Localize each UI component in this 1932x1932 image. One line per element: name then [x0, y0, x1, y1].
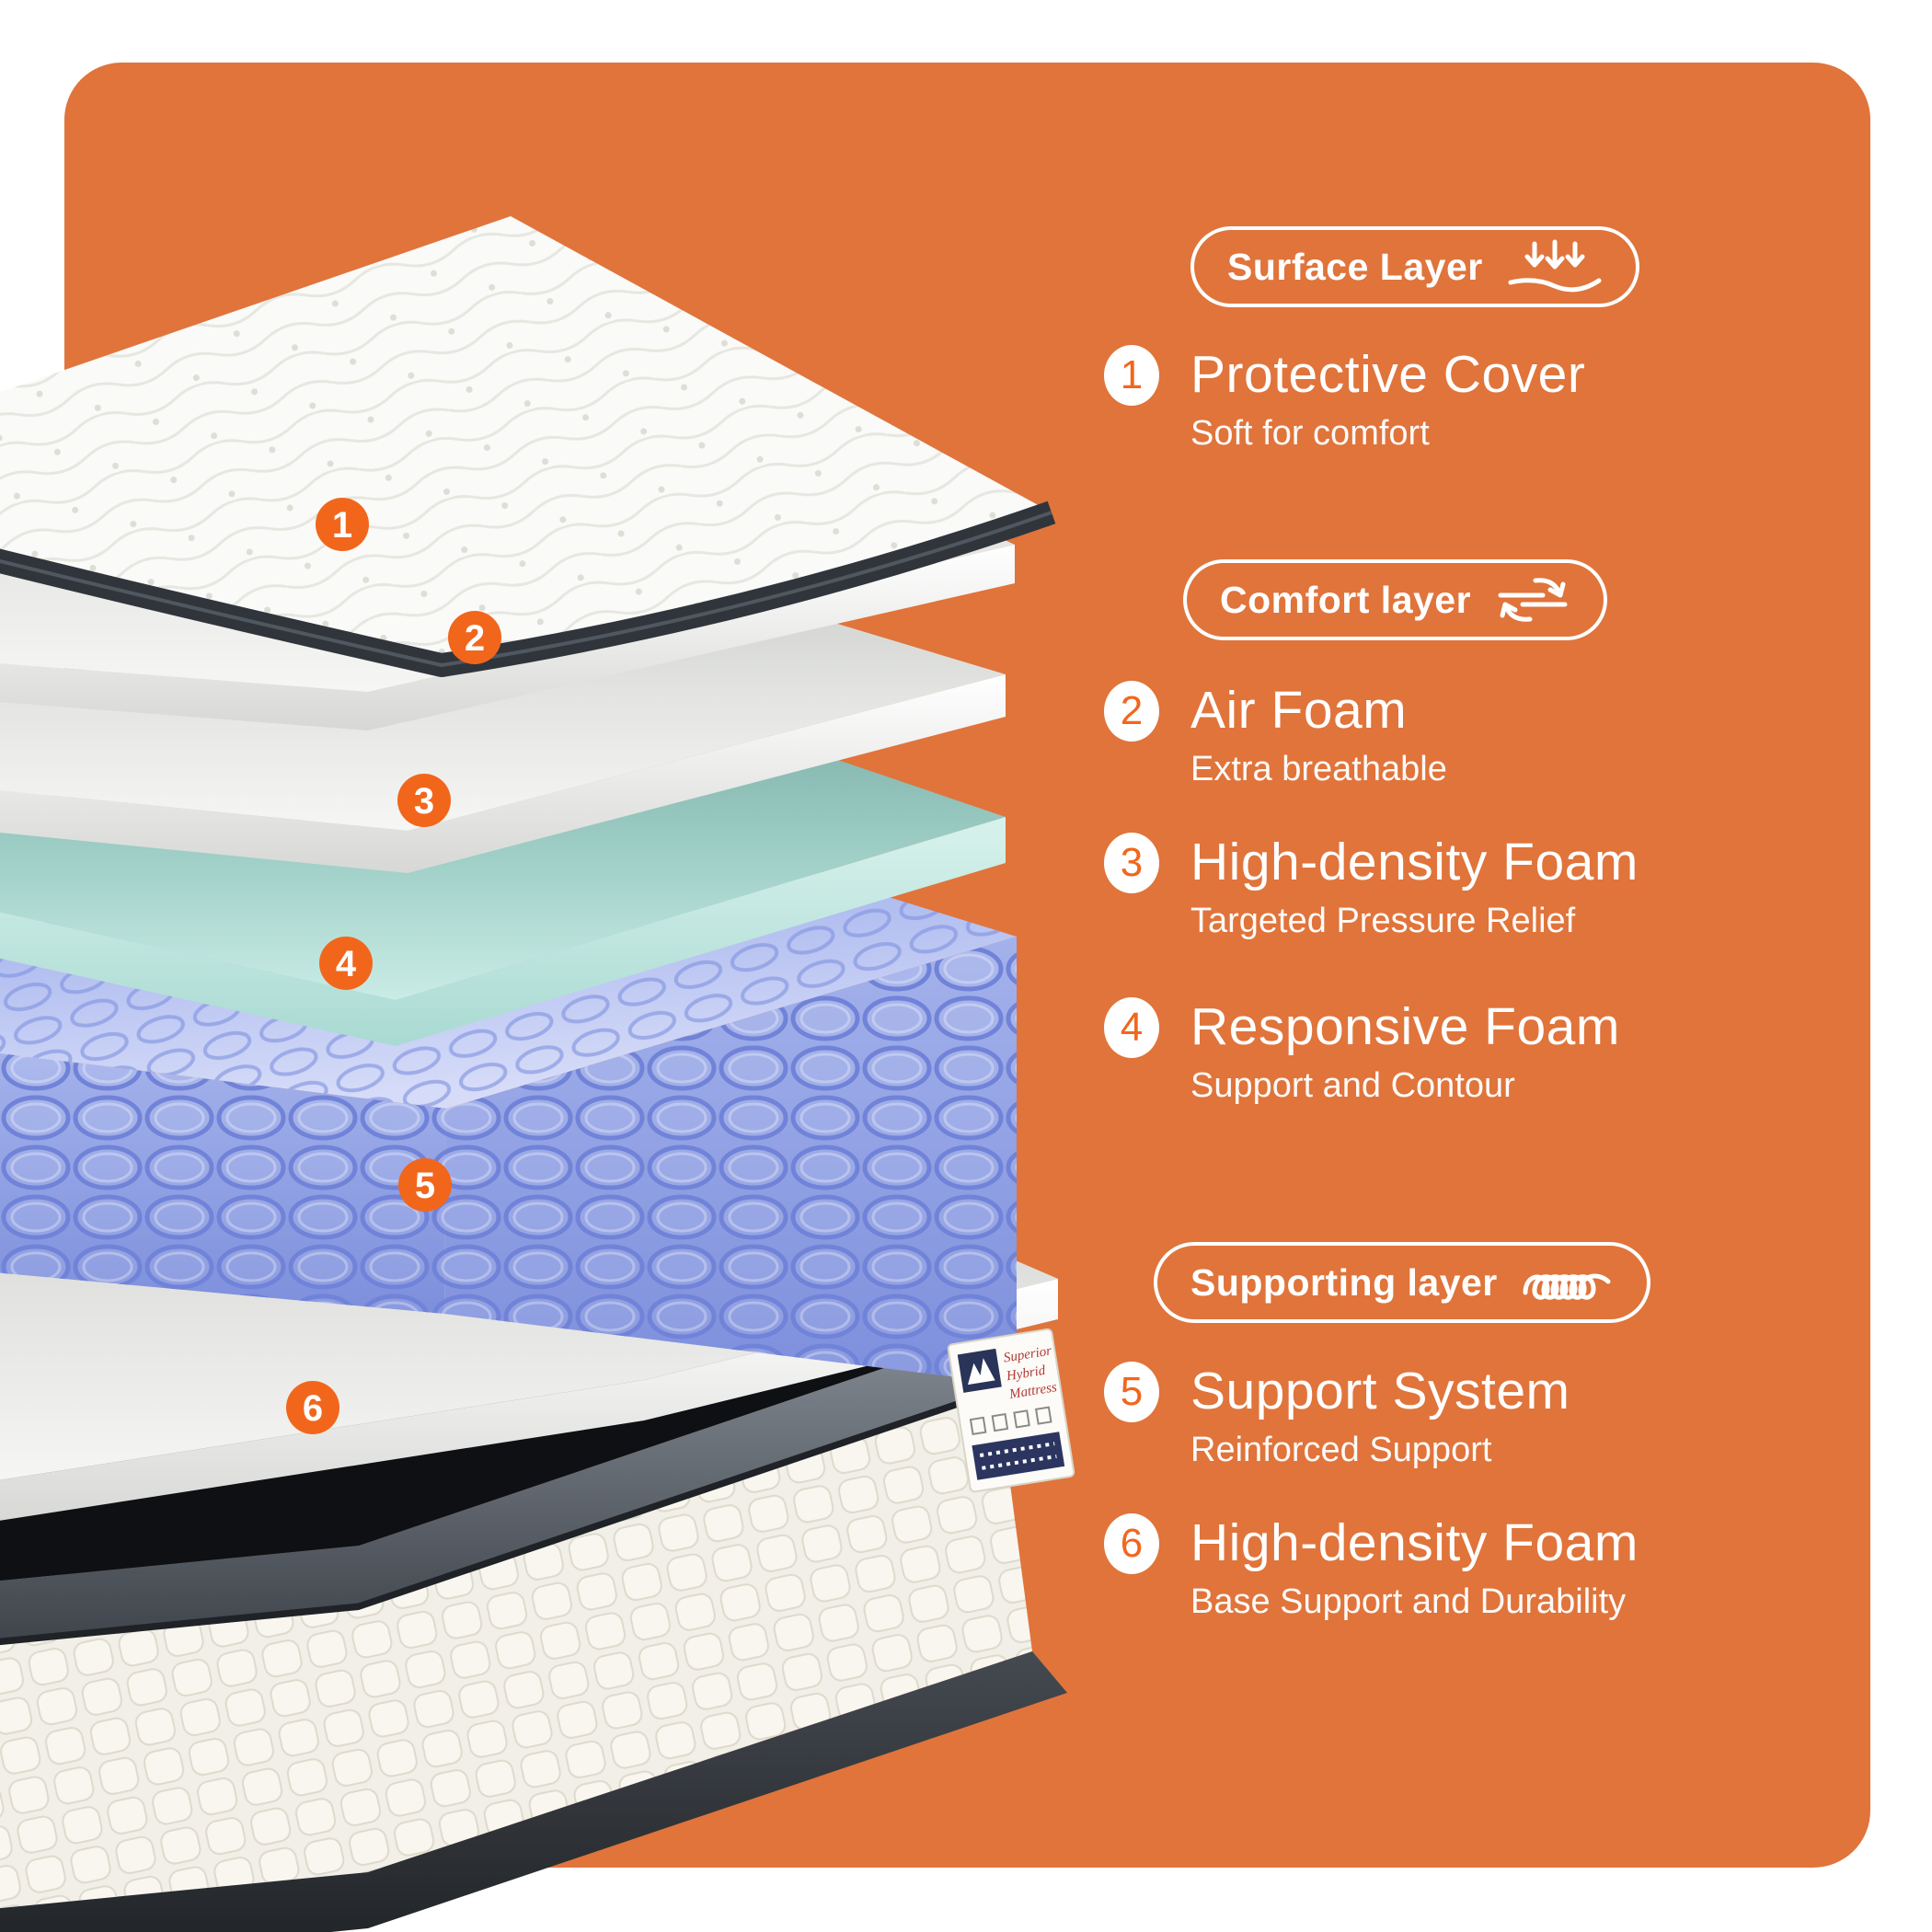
shadow-gap	[0, 1319, 1058, 1581]
svg-text:5: 5	[415, 1166, 435, 1206]
layer-badge-5: 5	[398, 1158, 452, 1212]
item-title: Support System	[1190, 1362, 1570, 1420]
layer-item-air-foam: 2 Air Foam Extra breathable	[1104, 681, 1447, 789]
item-subtitle: Extra breathable	[1190, 750, 1447, 788]
pill-comfort-label: Comfort layer	[1220, 578, 1472, 621]
item-subtitle: Support and Contour	[1190, 1066, 1515, 1105]
item-title: High-density Foam	[1190, 1513, 1639, 1572]
layer-item-responsive-foam: 4 Responsive Foam Support and Contour	[1104, 997, 1620, 1106]
base-bottom-band	[0, 1651, 1067, 1932]
item-subtitle: Base Support and Durability	[1190, 1582, 1627, 1621]
rotate-arrows-icon	[1498, 578, 1568, 622]
mattress-label-tag: Superior Hybrid Mattress	[947, 1328, 1075, 1493]
svg-text:4: 4	[336, 944, 357, 984]
layer-item-base-foam: 6 High-density Foam Base Support and Dur…	[1104, 1513, 1639, 1622]
pill-comfort-layer: Comfort layer	[1183, 559, 1608, 640]
tag-line-2: Hybrid	[1005, 1363, 1047, 1385]
item-title: Responsive Foam	[1190, 997, 1620, 1056]
layer-item-high-density-foam: 3 High-density Foam Targeted Pressure Re…	[1104, 833, 1639, 941]
svg-text:3: 3	[414, 781, 434, 822]
item-number-badge: 3	[1104, 833, 1159, 893]
layer-badge-1: 1	[316, 498, 369, 551]
layer-badge-2: 2	[448, 611, 501, 664]
svg-text:6: 6	[303, 1388, 323, 1429]
item-number-badge: 4	[1104, 997, 1159, 1058]
pill-surface-layer: Surface Layer	[1190, 226, 1639, 307]
pill-support-label: Supporting layer	[1190, 1260, 1498, 1304]
layer-protective-cover	[0, 216, 1056, 677]
item-subtitle: Reinforced Support	[1190, 1431, 1492, 1469]
pill-surface-label: Surface Layer	[1227, 245, 1483, 288]
item-subtitle: Targeted Pressure Relief	[1190, 902, 1576, 940]
base-piping	[0, 1386, 1000, 1647]
svg-text:1: 1	[332, 505, 352, 546]
item-number-badge: 6	[1104, 1513, 1159, 1574]
layer-badge-6: 6	[286, 1381, 339, 1434]
item-title: Protective Cover	[1190, 345, 1586, 404]
item-title: Air Foam	[1190, 681, 1408, 740]
item-number-badge: 1	[1104, 345, 1159, 406]
spring-coil-icon	[1523, 1273, 1611, 1300]
item-number-badge: 5	[1104, 1362, 1159, 1422]
item-number-badge: 2	[1104, 681, 1159, 742]
layer-badge-3: 3	[397, 774, 451, 827]
layer-item-support-system: 5 Support System Reinforced Support	[1104, 1362, 1570, 1470]
svg-text:2: 2	[465, 618, 485, 659]
layer-badge-4: 4	[319, 937, 373, 990]
pill-supporting-layer: Supporting layer	[1154, 1242, 1650, 1323]
pressure-arrows-icon	[1508, 239, 1602, 293]
base-quilted-side	[0, 1394, 1032, 1909]
layer-item-protective-cover: 1 Protective Cover Soft for comfort	[1104, 345, 1585, 454]
base-pillow-band	[0, 1329, 998, 1646]
item-subtitle: Soft for comfort	[1190, 414, 1430, 453]
layer-badges: 1 2 3 4 5 6	[286, 498, 501, 1434]
item-title: High-density Foam	[1190, 833, 1639, 891]
